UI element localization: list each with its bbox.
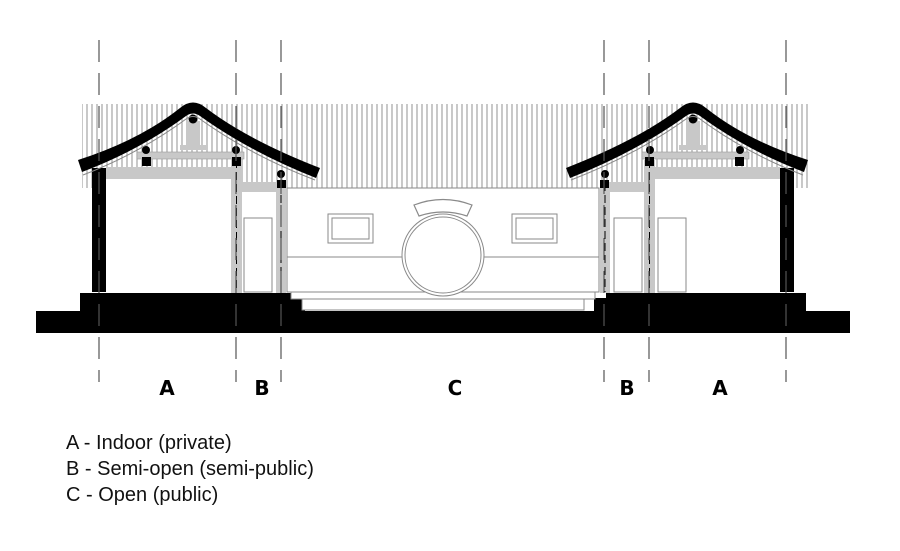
zone-label-a-right: A xyxy=(712,376,728,400)
wall-window-right xyxy=(511,213,558,244)
zone-label-a-left: A xyxy=(159,376,175,400)
wall-window-left xyxy=(327,213,374,244)
legend-item-b: B - Semi-open (semi-public) xyxy=(66,458,314,480)
zone-label-c: C xyxy=(447,376,463,400)
zone-label-b-left: B xyxy=(254,376,270,400)
zone-boundary-lines xyxy=(98,40,787,382)
courtyard-wall xyxy=(286,187,600,311)
legend-item-c: C - Open (public) xyxy=(66,484,219,506)
ground-platform xyxy=(36,293,850,333)
legend: A - Indoor (private) B - Semi-open (semi… xyxy=(66,430,314,508)
moon-gate xyxy=(401,198,485,297)
legend-item-a: A - Indoor (private) xyxy=(66,432,232,454)
right-hall xyxy=(566,102,808,293)
zone-label-b-right: B xyxy=(619,376,635,400)
